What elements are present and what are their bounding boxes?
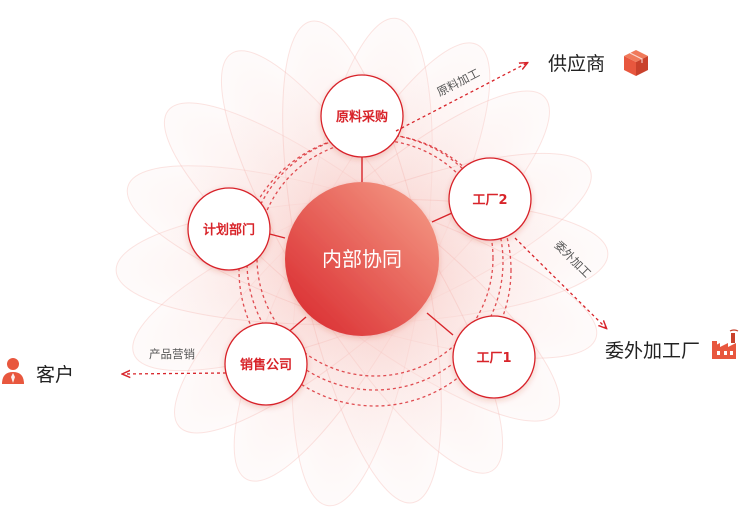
node-planning-circle	[187, 187, 271, 271]
customer-label: 客户	[36, 364, 74, 386]
external-arrows	[123, 63, 606, 374]
box-icon	[624, 50, 648, 76]
center-circle	[285, 182, 439, 336]
node-procurement-label: 原料采购	[336, 109, 388, 125]
node-procurement[interactable]: 原料采购	[320, 74, 404, 158]
node-factory1-circle	[452, 315, 536, 399]
arrow-to-supplier	[395, 63, 527, 132]
node-factory1[interactable]: 工厂1	[452, 315, 536, 399]
supplier-label: 供应商	[548, 53, 605, 75]
node-procurement-circle	[320, 74, 404, 158]
spoke-factory1	[426, 312, 454, 336]
center-node	[285, 182, 439, 336]
external-supplier: 供应商	[548, 50, 648, 76]
arrow-to-customer	[123, 373, 227, 374]
node-planning-label: 计划部门	[203, 222, 255, 238]
node-planning[interactable]: 计划部门	[187, 187, 271, 271]
factory-icon	[712, 329, 739, 359]
edge-label-product-marketing: 产品营销	[149, 347, 195, 361]
orbit-ring-outer	[238, 133, 512, 407]
node-sales[interactable]: 销售公司	[224, 322, 308, 406]
node-factory2[interactable]: 工厂2	[448, 157, 532, 241]
node-sales-label: 销售公司	[240, 357, 292, 373]
external-outsourcing: 委外加工厂	[605, 329, 739, 362]
outsourcing-label: 委外加工厂	[605, 340, 700, 362]
center-label: 内部协同	[322, 247, 402, 271]
node-factory2-label: 工厂2	[472, 193, 507, 208]
node-sales-circle	[224, 322, 308, 406]
spoke-factory2	[431, 212, 453, 223]
node-factory2-circle	[448, 157, 532, 241]
person-icon	[2, 358, 24, 384]
orbit-ring-inner	[256, 139, 494, 377]
node-factory1-label: 工厂1	[476, 351, 511, 366]
external-customer: 客户	[2, 358, 74, 386]
